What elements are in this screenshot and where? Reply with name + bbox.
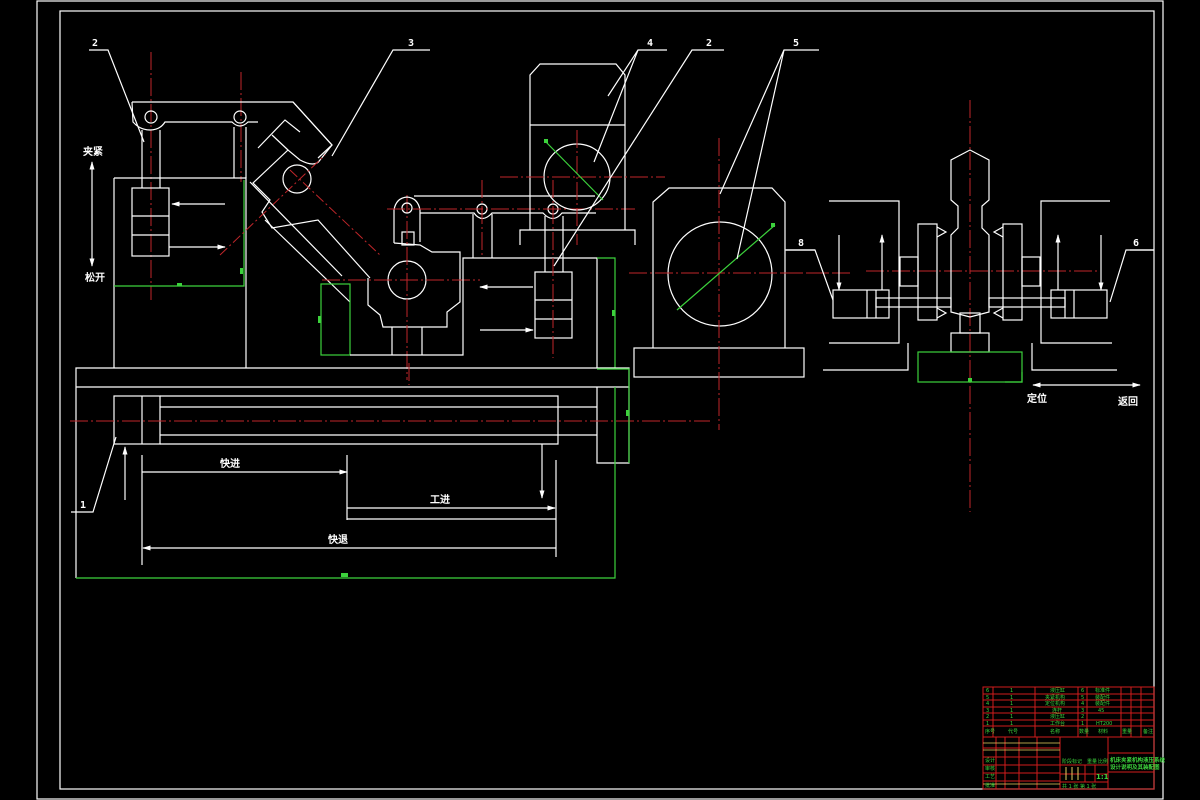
svg-text:代号: 代号 <box>1008 728 1018 735</box>
label-release: 松开 <box>85 271 105 284</box>
callout-2-left: 2 <box>92 38 98 49</box>
sign-design: 设计 <box>985 757 995 764</box>
svg-text:装配件: 装配件 <box>1095 694 1110 701</box>
row-idx: 6 <box>986 688 989 694</box>
callout-3: 3 <box>408 38 414 49</box>
middle-cylinder-unit <box>350 180 635 369</box>
svg-text:装配件: 装配件 <box>1095 700 1110 707</box>
svg-text:夹紧机构: 夹紧机构 <box>1045 694 1065 701</box>
drawing-title-line2: 设计说明及其装配图 <box>1110 763 1160 771</box>
svg-text:1: 1 <box>986 721 989 727</box>
svg-text:5: 5 <box>986 695 989 701</box>
bearing-block <box>629 138 850 430</box>
svg-text:6: 6 <box>1081 688 1084 694</box>
stage-label: 阶段标记 <box>1062 758 1082 765</box>
label-fast-advance: 快进 <box>219 457 240 470</box>
sheet-info: 共 1 张 第 1 张 <box>1062 783 1096 790</box>
callout-4: 4 <box>647 38 653 49</box>
svg-text:3: 3 <box>1081 708 1084 714</box>
svg-text:定位机构: 定位机构 <box>1045 700 1065 707</box>
inner-frame <box>59 10 1155 790</box>
svg-text:2: 2 <box>986 714 989 720</box>
svg-text:1: 1 <box>1010 714 1013 720</box>
svg-text:液压缸: 液压缸 <box>1050 687 1065 694</box>
weight-label: 重量 <box>1087 758 1097 765</box>
svg-text:工作台: 工作台 <box>1050 720 1065 727</box>
label-work-feed: 工进 <box>430 493 450 506</box>
callout-2-mid: 2 <box>706 38 712 49</box>
title-block: 6 1 液压缸 6 标准件 5 1 夹紧机构 5 装配件 4 1 定位机构 4 … <box>982 686 1166 790</box>
svg-text:重量: 重量 <box>1122 728 1132 735</box>
ratio-label: 比例 <box>1098 758 1108 765</box>
svg-text:4: 4 <box>1081 701 1084 707</box>
linkage-arm <box>219 101 480 380</box>
callout-6: 6 <box>1133 238 1139 249</box>
svg-text:名称: 名称 <box>1050 728 1060 735</box>
label-return: 返回 <box>1118 395 1138 408</box>
svg-text:1: 1 <box>1010 701 1013 707</box>
parts-list: 6 1 液压缸 6 标准件 5 1 夹紧机构 5 装配件 4 1 定位机构 4 … <box>985 687 1153 735</box>
svg-text:1: 1 <box>1010 721 1013 727</box>
clamp-unit <box>113 52 333 368</box>
svg-text:数量: 数量 <box>1079 728 1089 735</box>
sign-approve: 批准 <box>985 782 995 789</box>
label-fast-return: 快退 <box>327 533 348 546</box>
label-clamp: 夹紧 <box>83 145 103 158</box>
svg-text:材料: 材料 <box>1098 728 1108 735</box>
drawing-title-line1: 机床夹紧机构液压系统 <box>1109 756 1166 764</box>
callout-8: 8 <box>798 238 804 249</box>
svg-text:液压缸: 液压缸 <box>1050 713 1065 720</box>
svg-text:5: 5 <box>1081 695 1084 701</box>
svg-text:1: 1 <box>1081 721 1084 727</box>
svg-text:标准件: 标准件 <box>1095 687 1110 694</box>
svg-text:3: 3 <box>986 708 989 714</box>
svg-text:4: 4 <box>986 701 989 707</box>
base-feed-cylinder <box>70 363 710 579</box>
svg-text:序号: 序号 <box>985 728 995 735</box>
sign-review: 审核 <box>985 765 995 772</box>
svg-text:1: 1 <box>1010 695 1013 701</box>
svg-text:1: 1 <box>1010 688 1013 694</box>
sign-process: 工艺 <box>985 774 995 780</box>
callout-5: 5 <box>793 38 799 49</box>
scale-value: 1:1 <box>1096 773 1109 781</box>
positioning-unit <box>500 63 665 245</box>
label-positioning: 定位 <box>1027 392 1047 405</box>
svg-text:1: 1 <box>1010 708 1013 714</box>
callout-1: 1 <box>80 500 86 511</box>
callouts: 2 3 4 2 5 8 6 1 <box>71 38 1154 513</box>
svg-text:2: 2 <box>1081 714 1084 720</box>
feed-cycle-diagram <box>122 444 557 565</box>
svg-text:备注: 备注 <box>1143 728 1153 735</box>
right-fixture <box>780 100 1154 512</box>
svg-text:连杆: 连杆 <box>1052 707 1062 714</box>
svg-text:45: 45 <box>1098 708 1104 714</box>
outer-frame <box>36 0 1164 800</box>
svg-text:HT200: HT200 <box>1096 721 1112 727</box>
